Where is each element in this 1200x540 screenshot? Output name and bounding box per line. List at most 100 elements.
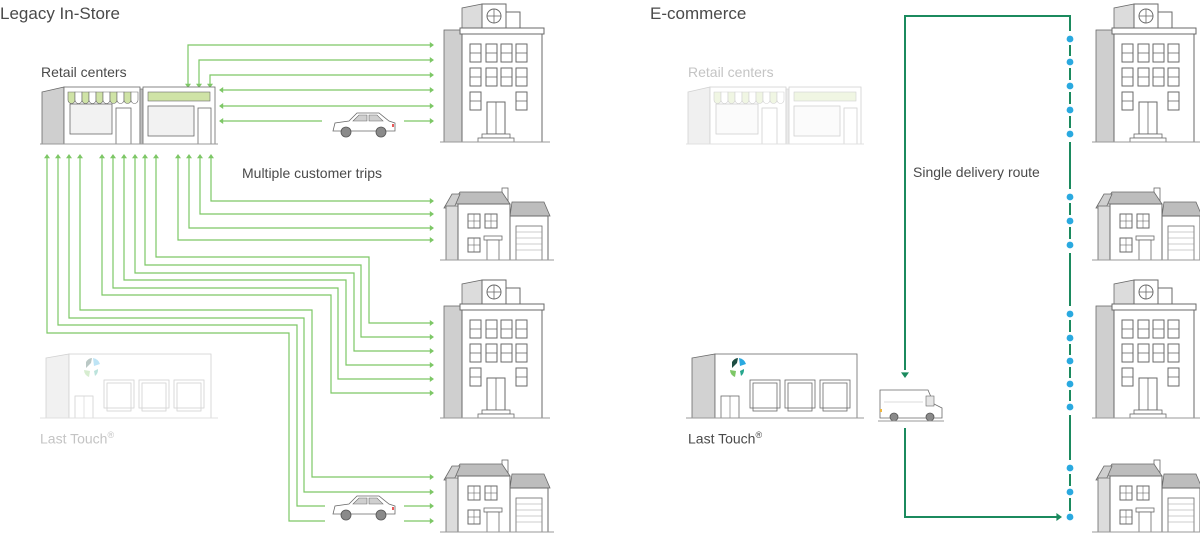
route-line (904, 428, 1058, 518)
arrowhead-icon (110, 154, 116, 159)
delivery-stop-dot (1066, 403, 1074, 411)
delivery-van-icon (878, 389, 944, 422)
house-icon (440, 459, 554, 533)
trip-line (188, 158, 431, 229)
delivery-stop-dot (1066, 380, 1074, 388)
globe-logo-icon (84, 358, 100, 377)
arrowhead-icon (429, 489, 434, 495)
arrowhead-icon (429, 237, 434, 243)
registered-mark: ® (755, 430, 763, 440)
delivery-stop-dot (1066, 193, 1074, 201)
arrowhead-icon (429, 390, 434, 396)
trip-line (198, 59, 431, 86)
trip-line (112, 158, 431, 380)
single-route-label: Single delivery route (913, 164, 1040, 180)
arrowhead-icon (197, 154, 203, 159)
arrowhead-icon (77, 154, 83, 159)
delivery-stop-dot (1066, 357, 1074, 365)
arrowhead-icon (429, 348, 434, 354)
arrowhead-icon (429, 42, 434, 48)
arrowhead-icon (99, 154, 105, 159)
legacy-title: Legacy In-Store (0, 4, 121, 23)
delivery-stop-dot (1066, 35, 1074, 43)
arrowhead-icon (429, 376, 434, 382)
arrowhead-icon (429, 503, 434, 509)
retail-center-icon (40, 86, 218, 145)
arrowhead-icon (132, 154, 138, 159)
arrowhead-icon (429, 118, 434, 124)
house-icon (1092, 459, 1200, 533)
registered-mark: ® (107, 430, 115, 440)
trip-line (46, 158, 325, 522)
arrowhead-icon (429, 320, 434, 326)
delivery-stop-dot (1066, 217, 1074, 225)
arrowhead-icon (901, 372, 909, 378)
ecommerce-lasttouch-label: Last Touch® (688, 430, 762, 447)
delivery-stop-dot (1066, 82, 1074, 90)
arrowhead-icon (44, 154, 50, 159)
suv-icon (332, 495, 396, 521)
arrowhead-icon (66, 154, 72, 159)
delivery-stop-dot (1066, 106, 1074, 114)
retail-center-icon-faded (686, 86, 864, 145)
arrowhead-icon (207, 83, 213, 88)
buildings (40, 3, 1200, 533)
arrowhead-icon (429, 87, 434, 93)
legacy-retail-label: Retail centers (41, 64, 127, 80)
arrowhead-icon (429, 198, 434, 204)
arrowhead-icon (1056, 513, 1062, 521)
arrowhead-icon (429, 334, 434, 340)
arrowhead-icon (429, 211, 434, 217)
delivery-route (901, 15, 1075, 525)
last-touch-facility-icon (40, 353, 218, 419)
arrowhead-icon (219, 103, 224, 109)
arrowhead-icon (175, 154, 181, 159)
delivery-stops (1065, 31, 1075, 525)
trip-line (210, 158, 431, 202)
customer-trip-lines (44, 42, 434, 524)
last-touch-facility-icon (686, 353, 864, 419)
arrowhead-icon (429, 72, 434, 78)
delivery-stop-dot (1066, 58, 1074, 66)
apartment-building-icon (1092, 3, 1200, 143)
arrowhead-icon (153, 154, 159, 159)
delivery-stop-dot (1066, 241, 1074, 249)
trip-line (187, 44, 431, 86)
delivery-stop-dot (1066, 310, 1074, 318)
legacy-lasttouch-label: Last Touch® (40, 430, 114, 447)
multiple-trips-label: Multiple customer trips (242, 165, 383, 181)
delivery-stop-dot (1066, 513, 1074, 521)
ecommerce-title: E-commerce (650, 4, 747, 23)
house-icon (1092, 187, 1200, 261)
legacy-lasttouch-text: Last Touch (40, 430, 108, 447)
trip-line (134, 158, 431, 352)
arrowhead-icon (55, 154, 61, 159)
arrowhead-icon (429, 474, 434, 480)
trip-line (144, 158, 431, 338)
apartment-building-icon (440, 3, 550, 143)
trip-line (177, 158, 431, 241)
delivery-stop-dot (1066, 488, 1074, 496)
trip-line (101, 158, 431, 394)
trip-line (57, 158, 325, 507)
globe-logo-icon (730, 358, 746, 377)
arrowhead-icon (142, 154, 148, 159)
car-icon (332, 112, 396, 138)
delivery-stop-dot (1066, 464, 1074, 472)
route-line (904, 15, 1071, 520)
arrowhead-icon (429, 362, 434, 368)
arrowhead-icon (219, 87, 224, 93)
ecommerce-retail-label: Retail centers (688, 64, 774, 80)
trip-line (209, 74, 431, 86)
arrowhead-icon (186, 154, 192, 159)
arrowhead-icon (121, 154, 127, 159)
ecommerce-lasttouch-text: Last Touch (688, 430, 756, 447)
arrowhead-icon (219, 118, 224, 124)
arrowhead-icon (185, 83, 191, 88)
trip-line (68, 158, 431, 493)
arrowhead-icon (429, 518, 434, 524)
delivery-stop-dot (1066, 334, 1074, 342)
trip-line (79, 158, 431, 478)
arrowhead-icon (429, 225, 434, 231)
